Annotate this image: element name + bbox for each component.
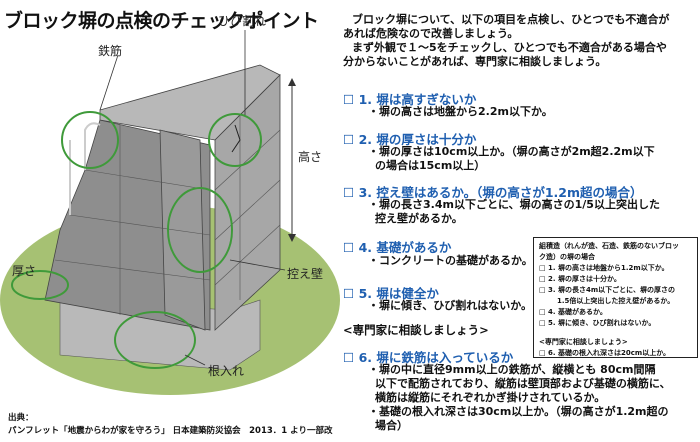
item-4-heading[interactable]: ☐ 4. 基礎があるか <box>343 240 452 255</box>
masonry-wall-box: 組積造（れんが造、石造、鉄筋のないブロッ ク造）の塀の場合 □ 1. 塀の高さは… <box>533 237 698 358</box>
item-6-text: 横筋は縦筋にそれぞれかぎ掛けされているか。 <box>375 391 606 404</box>
box-item: □ 3. 塀の長さ4m以下ごとに、塀の厚さの <box>539 286 675 294</box>
item-3-text: 控え壁があるか。 <box>375 212 463 225</box>
box-item: □ 6. 基礎の根入れ深さは20cm以上か。 <box>539 349 671 357</box>
intro-line: まず外観で１～5をチェックし、ひとつでも不適合がある場合や <box>352 41 667 54</box>
item-2-heading[interactable]: ☐ 2. 塀の厚さは十分か <box>343 132 477 147</box>
item-4-text: ・コンクリートの基礎があるか。 <box>368 254 533 267</box>
intro-line: あれば危険なので改善しましょう。 <box>343 27 519 40</box>
item-5-text: ・塀に傾き、ひび割れはないか。 <box>368 299 533 312</box>
box-item: □ 1. 塀の高さは地盤から1.2m以下か。 <box>539 264 669 272</box>
item-1-heading[interactable]: ☐ 1. 塀は高すぎないか <box>343 92 477 107</box>
consult-expert: <専門家に相談しましょう> <box>343 323 489 337</box>
item-1-text: ・塀の高さは地盤から2.2m以下か。 <box>368 105 553 118</box>
source-text: パンフレット「地震からわが家を守ろう」 日本建築防災協会 2013．1 より一部… <box>8 426 333 436</box>
item-6-text: ・基礎の根入れ深さは30cm以上か。（塀の高さが1.2m超の <box>368 405 669 418</box>
heading-text: 3. 控え壁はあるか。（塀の高さが1.2m超の場合） <box>358 185 643 200</box>
source-label: 出典： <box>8 413 34 423</box>
item-3-heading[interactable]: ☐ 3. 控え壁はあるか。（塀の高さが1.2m超の場合） <box>343 185 643 200</box>
item-6-text: ・塀の中に直径9mm以上の鉄筋が、縦横とも 80cm間隔 <box>368 363 656 376</box>
box-consult: <専門家に相談しましょう> <box>539 338 628 346</box>
item-3-text: ・塀の長さ3.4m以下ごとに、塀の高さの1/5以上突出した <box>368 198 660 211</box>
box-item: □ 4. 基礎があるか。 <box>539 308 607 316</box>
box-item: □ 2. 塀の厚さは十分か。 <box>539 275 621 283</box>
intro-line: ブロック塀について、以下の項目を点検し、ひとつでも不適合が <box>352 13 670 26</box>
label-thickness: 厚さ <box>12 264 37 278</box>
heading-text: 5. 塀は健全か <box>358 286 439 301</box>
box-item: □ 5. 塀に傾き、ひび割れはないか。 <box>539 319 656 327</box>
item-6-heading[interactable]: ☐ 6. 塀に鉄筋は入っているか <box>343 350 514 365</box>
item-2-text: の場合は15cm以上） <box>375 159 486 172</box>
label-buttress: 控え壁 <box>287 267 324 281</box>
item-6-text: 場合） <box>375 419 408 432</box>
item-2-text: ・塀の厚さは10cm以上か。（塀の高さが2m超2.2m以下 <box>368 145 655 158</box>
intro-line: 分からないことがあれば、専門家に相談しましょう。 <box>343 55 607 68</box>
label-crack: ひび割れ <box>218 14 267 28</box>
box-item: 1.5倍以上突出した控え壁があるか。 <box>557 297 675 305</box>
item-5-heading[interactable]: ☐ 5. 塀は健全か <box>343 286 439 301</box>
buttress <box>159 129 206 331</box>
label-embedment: 根入れ <box>208 364 245 378</box>
box-title: ク造）の塀の場合 <box>539 253 595 261</box>
heading-text: 1. 塀は高すぎないか <box>358 92 477 107</box>
label-rebar: 鉄筋 <box>98 44 123 58</box>
item-6-text: 以下で配筋されており、縦筋は壁頂部および基礎の横筋に、 <box>375 377 671 390</box>
page-title: ブロック塀の点検のチェックポイント <box>4 10 319 32</box>
heading-text: 4. 基礎があるか <box>358 240 452 255</box>
heading-text: 6. 塀に鉄筋は入っているか <box>358 350 514 365</box>
box-title: 組積造（れんが造、石造、鉄筋のないブロッ <box>539 242 679 250</box>
label-height: 高さ <box>298 150 323 164</box>
heading-text: 2. 塀の厚さは十分か <box>358 132 477 147</box>
